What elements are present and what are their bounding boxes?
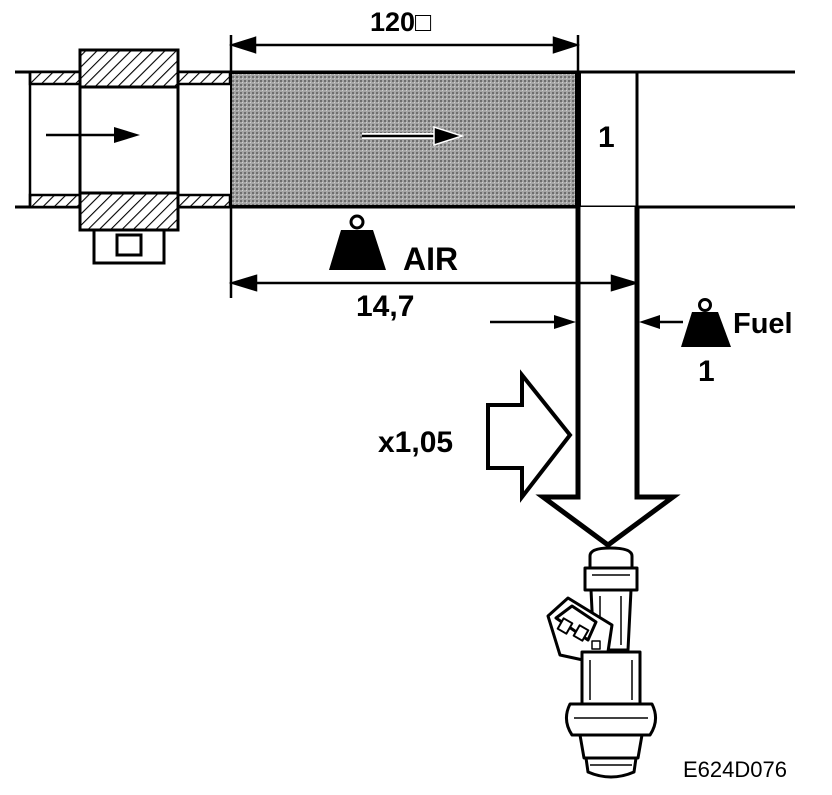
fuel-input-arrow [639, 315, 683, 329]
air-ratio-dimension [228, 207, 640, 298]
air-weight-icon [329, 214, 386, 270]
cell-number-label: 1 [598, 121, 615, 154]
air-ratio-label: 14,7 [356, 290, 414, 323]
meter-upper-block [78, 48, 180, 89]
correction-factor-arrow [486, 369, 573, 503]
length-label: 120□ [370, 7, 432, 37]
correction-factor-label: x1,05 [378, 426, 453, 459]
fuel-weight-icon [681, 298, 731, 347]
figure-code-label: E624D076 [683, 757, 787, 782]
meter-bore [78, 85, 180, 195]
air-volume-shading [230, 72, 579, 207]
air-input-arrow [490, 315, 576, 329]
meter-flow-arrow [46, 127, 140, 143]
fuel-ratio-label: 1 [698, 355, 715, 388]
meter-lower-block [78, 191, 180, 232]
meter-connector-pin [115, 233, 143, 257]
air-mass-meter [78, 48, 180, 265]
mixture-down-arrow [535, 207, 681, 549]
air-label: AIR [403, 241, 458, 277]
volume-flow-arrow [362, 125, 465, 147]
fuel-label: Fuel [733, 308, 793, 340]
fuel-injector-icon [546, 546, 657, 779]
length-dimension [228, 35, 581, 72]
